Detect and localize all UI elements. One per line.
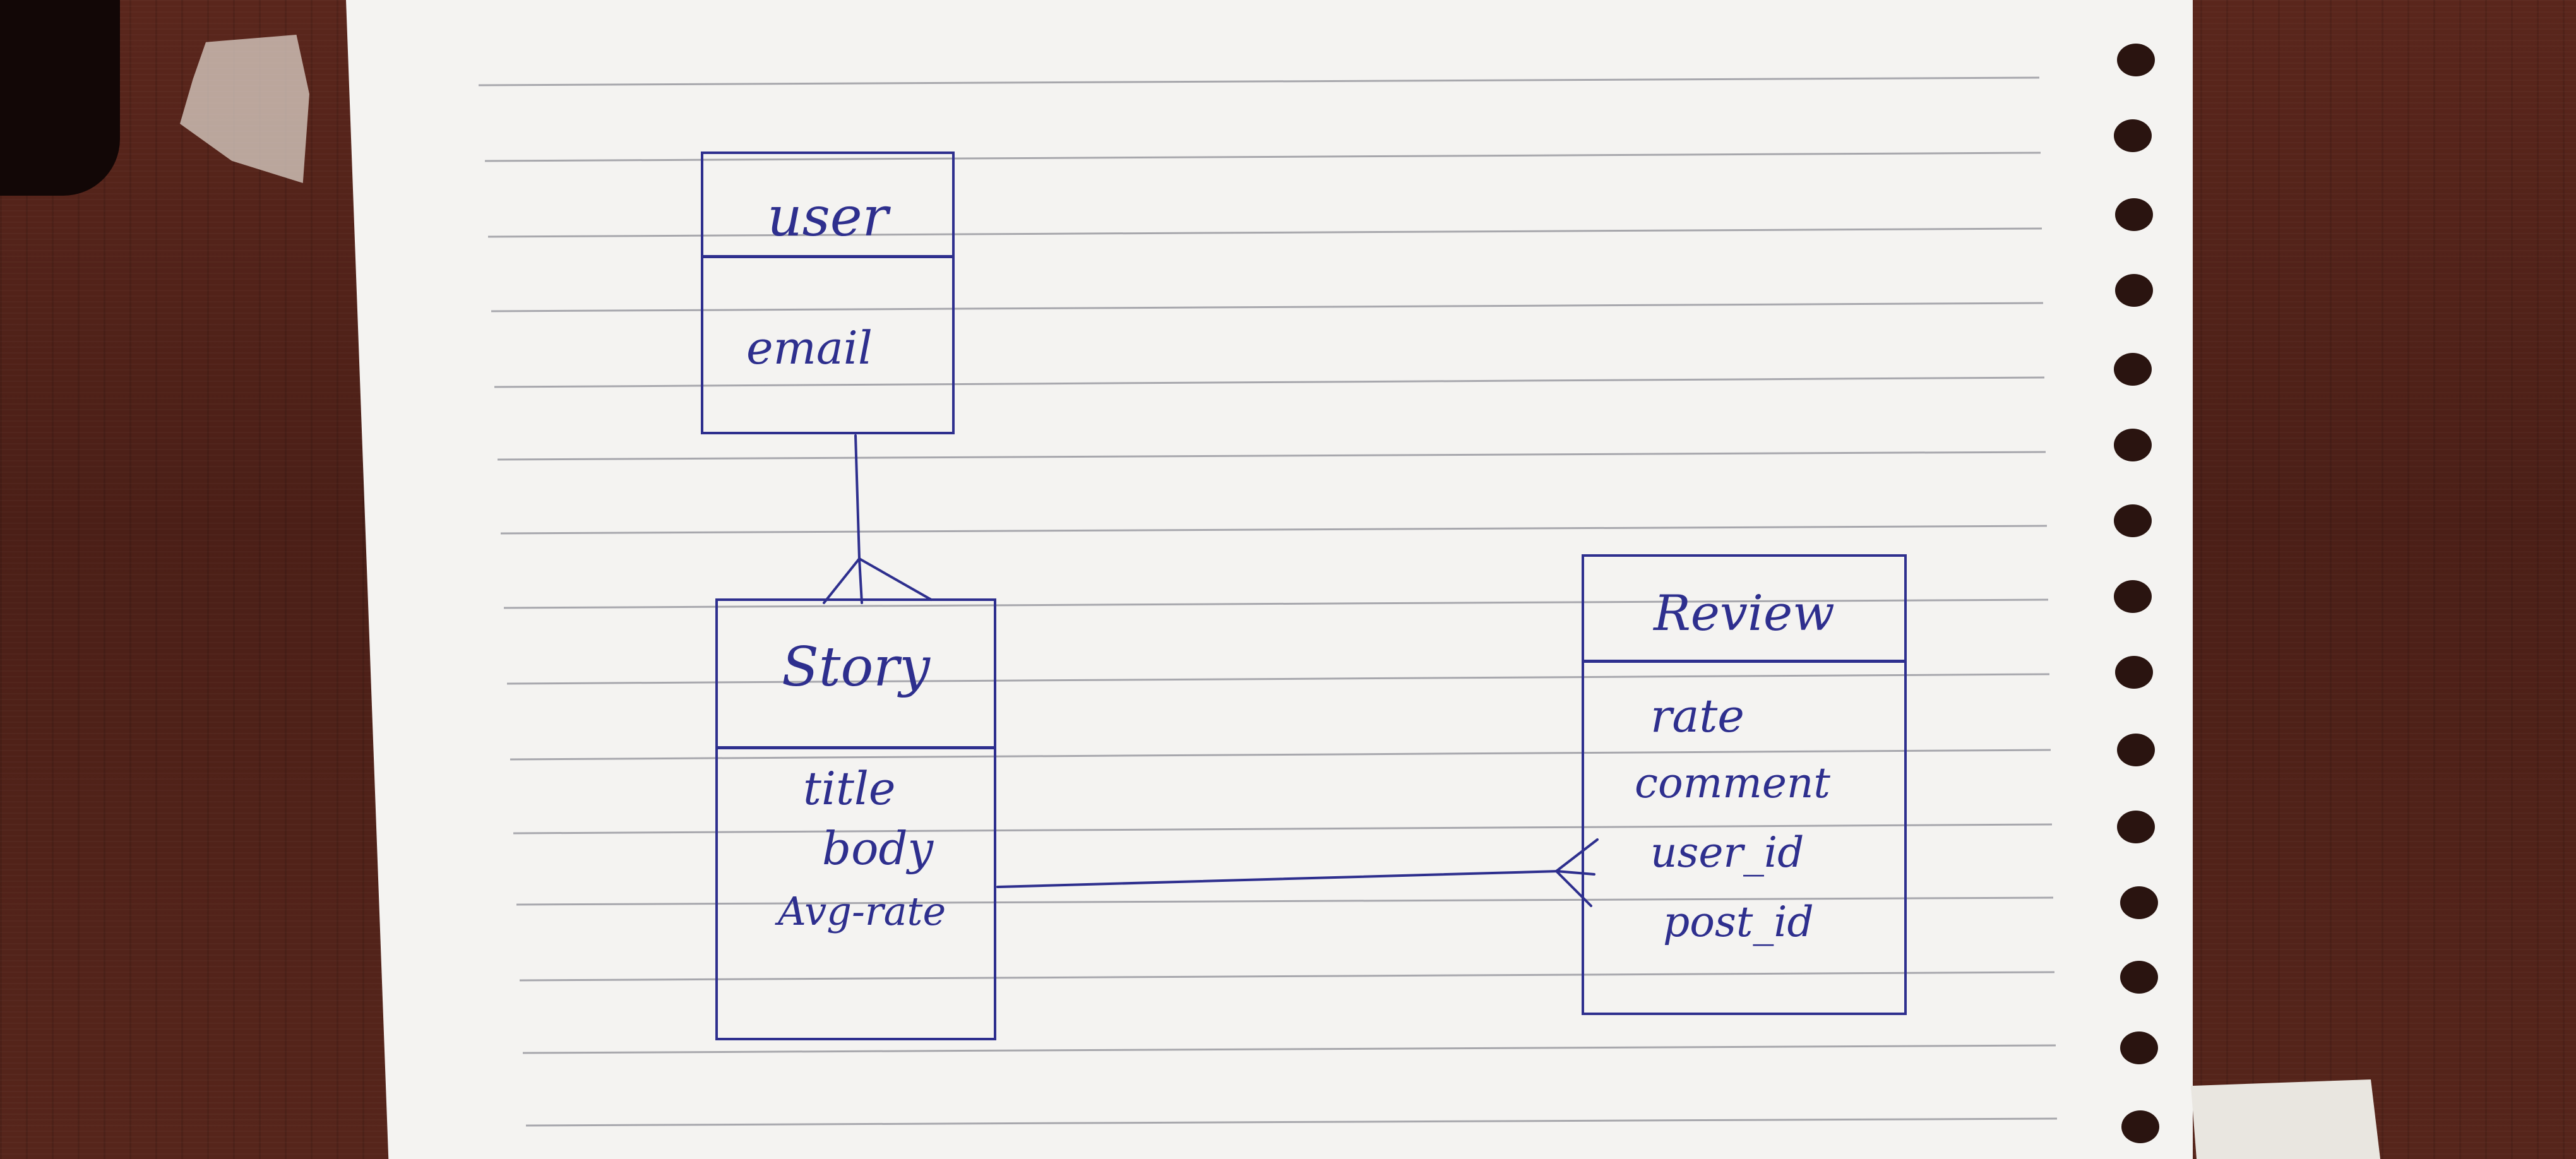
entity-user: user email bbox=[701, 152, 955, 434]
notebook-page bbox=[346, 0, 2193, 1159]
entity-story-name: Story bbox=[782, 636, 930, 699]
entity-review-attr-rate: rate bbox=[1650, 689, 1744, 742]
ruled-lines bbox=[478, 76, 2058, 1127]
dark-object-shadow bbox=[0, 0, 120, 196]
entity-review-name: Review bbox=[1654, 585, 1835, 642]
relationship-user-story bbox=[823, 434, 933, 604]
entity-story-attr-title: title bbox=[803, 762, 896, 815]
entity-story: Story title body Avg-rate bbox=[715, 598, 996, 1040]
binder-holes bbox=[2114, 44, 2159, 1143]
entity-review-attr-comment: comment bbox=[1635, 759, 1830, 807]
entity-review-attr-post-id: post_id bbox=[1663, 898, 1814, 946]
entity-review-attr-user-id: user_id bbox=[1650, 828, 1804, 877]
entity-user-attr-email: email bbox=[746, 321, 873, 374]
entity-story-attr-body: body bbox=[822, 822, 934, 875]
entity-story-attr-avg-rate: Avg-rate bbox=[778, 888, 946, 934]
entity-review: Review rate comment user_id post_id bbox=[1582, 554, 1907, 1015]
relationship-story-review bbox=[996, 838, 1599, 907]
entity-user-name: user bbox=[767, 186, 888, 249]
entity-user-separator bbox=[703, 255, 952, 258]
entity-story-separator bbox=[718, 746, 994, 749]
paper-scrap bbox=[2191, 1079, 2380, 1159]
entity-review-separator bbox=[1584, 660, 1904, 663]
